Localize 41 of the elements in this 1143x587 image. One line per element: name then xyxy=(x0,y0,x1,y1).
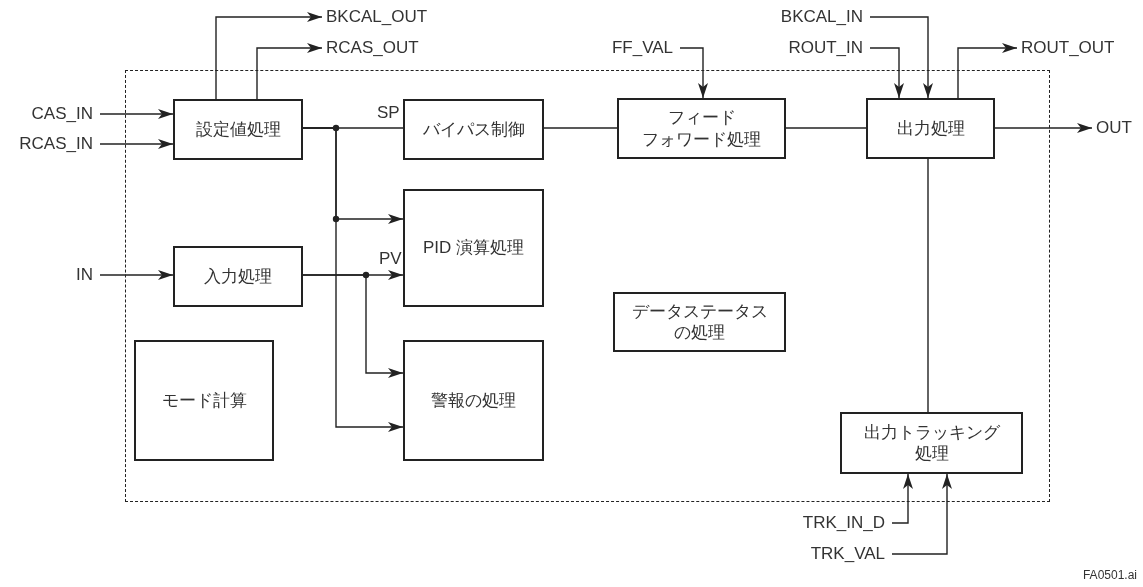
arrow xyxy=(99,270,174,280)
block-boundary xyxy=(125,70,1050,502)
arrow xyxy=(256,43,323,100)
process-box: フィードフォワード処理 xyxy=(617,98,786,159)
arrow xyxy=(302,127,404,432)
signal-label: ROUT_OUT xyxy=(1017,37,1115,59)
process-box: モード計算 xyxy=(134,340,274,461)
process-box: 警報の処理 xyxy=(403,340,544,461)
signal-label: CAS_IN xyxy=(31,103,100,125)
arrow xyxy=(869,16,933,99)
process-box: 出力処理 xyxy=(866,98,995,159)
arrow xyxy=(679,47,708,99)
signal-label: RCAS_IN xyxy=(19,133,100,155)
figure-id: FA0501.ai xyxy=(1082,568,1137,582)
connector-line xyxy=(543,127,618,129)
arrow xyxy=(869,47,904,99)
process-box: バイパス制御 xyxy=(403,99,544,160)
arrow xyxy=(99,109,174,119)
process-box: データステータスの処理 xyxy=(613,292,786,352)
signal-label: TRK_VAL xyxy=(810,543,892,565)
arrow xyxy=(99,139,174,149)
signal-label: FF_VAL xyxy=(611,37,680,59)
arrow xyxy=(891,473,913,524)
signal-label: BKCAL_OUT xyxy=(322,6,428,28)
process-box: 入力処理 xyxy=(173,246,303,307)
connector-line xyxy=(785,127,867,129)
signal-label: BKCAL_IN xyxy=(780,6,870,28)
signal-label: TRK_IN_D xyxy=(802,512,892,534)
arrow xyxy=(891,473,952,555)
process-box: PID 演算処理 xyxy=(403,189,544,307)
arrow xyxy=(302,274,404,378)
connector-line xyxy=(927,158,929,413)
process-box: 設定値処理 xyxy=(173,99,303,160)
process-box: 出力トラッキング処理 xyxy=(840,412,1023,474)
arrow xyxy=(215,12,323,100)
signal-label: ROUT_IN xyxy=(788,37,870,59)
signal-label: OUT xyxy=(1092,117,1132,139)
arrow xyxy=(957,43,1018,99)
signal-label: IN xyxy=(76,264,100,286)
arrow xyxy=(994,123,1093,133)
signal-label: RCAS_OUT xyxy=(322,37,419,59)
